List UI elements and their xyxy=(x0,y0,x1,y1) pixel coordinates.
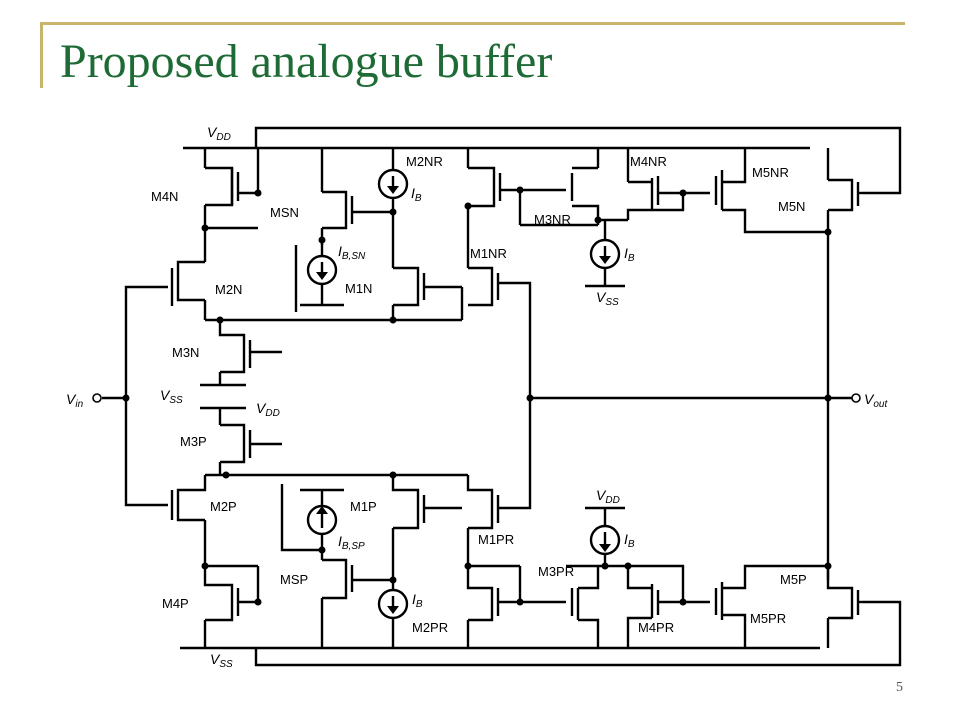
m5pr-label: M5PR xyxy=(750,611,786,626)
vss-mid-label: VSS xyxy=(160,387,183,406)
vdd-right-label: VDD xyxy=(596,487,620,506)
current-source-ib2 xyxy=(585,220,625,288)
msn-transistor xyxy=(294,148,397,312)
m1p-label: M1P xyxy=(350,499,377,514)
vdd-mid-label: VDD xyxy=(256,400,280,419)
m2pr-m3pr-mirror xyxy=(466,562,632,648)
m4pr-m5pr-mirror xyxy=(626,564,828,648)
vdd-top-rail xyxy=(183,126,902,195)
current-source-ib3 xyxy=(377,588,409,648)
ib3-label: IB xyxy=(412,591,423,610)
vout-label: Vout xyxy=(864,391,888,410)
vss-bottom-label: VSS xyxy=(210,651,233,670)
m1nr-transistor xyxy=(460,266,532,398)
m4n-transistor xyxy=(201,148,262,262)
m2p-transistor xyxy=(170,475,209,570)
vss-right-label: VSS xyxy=(596,289,619,308)
m3p-label: M3P xyxy=(180,434,207,449)
input-network xyxy=(102,285,168,507)
m1n-transistor xyxy=(389,266,462,324)
m5n-transistor xyxy=(824,148,862,580)
msp-label: MSP xyxy=(280,572,308,587)
output-network xyxy=(92,393,861,403)
m3pr-label: M3PR xyxy=(538,564,574,579)
m4pr-label: M4PR xyxy=(638,620,674,635)
ib2-label: IB xyxy=(624,245,635,264)
m5nr-label: M5NR xyxy=(752,165,789,180)
current-source-ib1 xyxy=(377,148,409,268)
m1n-label: M1N xyxy=(345,281,372,296)
m2nr-m3nr-mirror xyxy=(464,148,602,268)
m2p-label: M2P xyxy=(210,499,237,514)
m1pr-label: M1PR xyxy=(478,532,514,547)
m3p-transistor xyxy=(200,406,468,479)
m4nr-m5nr-mirror xyxy=(598,148,828,234)
current-source-ib4 xyxy=(585,506,625,566)
ib4-label: IB xyxy=(624,531,635,550)
vin-label: Vin xyxy=(66,391,84,410)
slide-title: Proposed analogue buffer xyxy=(60,35,553,88)
m5n-label: M5N xyxy=(778,199,805,214)
m1nr-label: M1NR xyxy=(470,246,507,261)
m4nr-label: M4NR xyxy=(630,154,667,169)
m5p-label: M5P xyxy=(780,572,807,587)
page-number: 5 xyxy=(896,680,903,695)
m2nr-label: M2NR xyxy=(406,154,443,169)
m3nr-label: M3NR xyxy=(534,212,571,227)
m2pr-label: M2PR xyxy=(412,620,448,635)
current-source-ibsp xyxy=(280,484,344,560)
title-accent-vertical xyxy=(40,22,43,88)
title-accent-horizontal xyxy=(40,22,905,25)
m4p-transistor xyxy=(203,564,262,648)
m3n-label: M3N xyxy=(172,345,199,360)
current-source-ibsn xyxy=(300,240,344,307)
m2n-label: M2N xyxy=(215,282,242,297)
m4p-label: M4P xyxy=(162,596,189,611)
m4n-label: M4N xyxy=(151,189,178,204)
m1pr-transistor xyxy=(464,398,532,570)
msp-transistor xyxy=(320,558,397,648)
ibsn-label: IB,SN xyxy=(338,243,366,262)
m5p-transistor xyxy=(824,562,862,648)
vss-bottom-rail xyxy=(180,600,902,667)
ib1-label: IB xyxy=(411,185,422,204)
ibsp-label: IB,SP xyxy=(338,533,365,552)
vdd-top-label: VDD xyxy=(207,124,231,143)
m1p-transistor xyxy=(389,471,462,590)
m3n-transistor xyxy=(200,320,282,387)
msn-label: MSN xyxy=(270,205,299,220)
